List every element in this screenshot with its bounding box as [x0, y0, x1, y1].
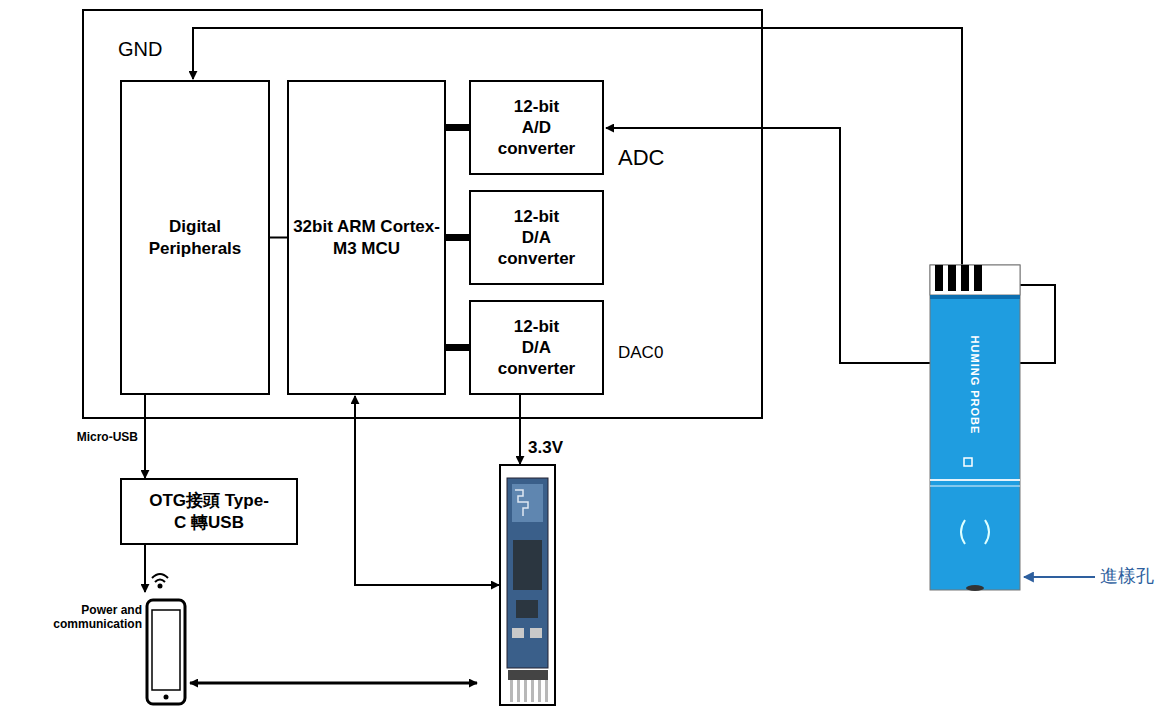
voltage-label: 3.3V	[528, 438, 563, 458]
box-text: 12-bit D/A converter	[498, 206, 575, 270]
power-wire	[519, 395, 521, 464]
converter-box: 12-bit D/A converter	[469, 190, 604, 285]
box-text: OTG接頭 Type-C 轉USB	[147, 490, 272, 533]
converter-box: 12-bit A/D converter	[469, 80, 604, 175]
note-text: Power and communication	[50, 603, 142, 632]
signal-name: ADC	[618, 145, 664, 171]
bluetooth-module	[500, 465, 555, 705]
converter-box: 12-bit D/A converter	[469, 300, 604, 395]
signal-name: DAC0	[618, 343, 663, 363]
device-housing	[83, 10, 762, 418]
edge-label: Micro-USB	[76, 430, 139, 444]
box-text: 12-bit A/D converter	[498, 96, 575, 160]
signal-name: GND	[118, 38, 162, 61]
bus-line	[446, 344, 469, 351]
usb-wire	[144, 545, 146, 592]
phone-icon	[147, 600, 185, 704]
wireless-link	[190, 682, 477, 685]
box-text: 12-bit D/A converter	[498, 316, 575, 380]
part-label: 進樣孔	[1100, 564, 1154, 588]
brand-text: HUMING PROBE	[969, 336, 981, 435]
adapter-box: OTG接頭 Type-C 轉USB	[120, 478, 298, 545]
peripheral-box: Digital Peripherals	[120, 80, 270, 395]
connector	[270, 237, 287, 239]
box-text: 32bit ARM Cortex-M3 MCU	[289, 216, 444, 259]
connector	[144, 395, 146, 478]
box-text: Digital Peripherals	[149, 216, 242, 259]
test-strip	[930, 265, 1020, 591]
bus-line	[446, 124, 469, 131]
uart-wire	[355, 396, 499, 585]
mcu-box: 32bit ARM Cortex-M3 MCU	[287, 80, 446, 395]
wifi-icon	[152, 574, 168, 588]
leader-arrow	[1024, 576, 1095, 578]
bus-line	[446, 234, 469, 241]
